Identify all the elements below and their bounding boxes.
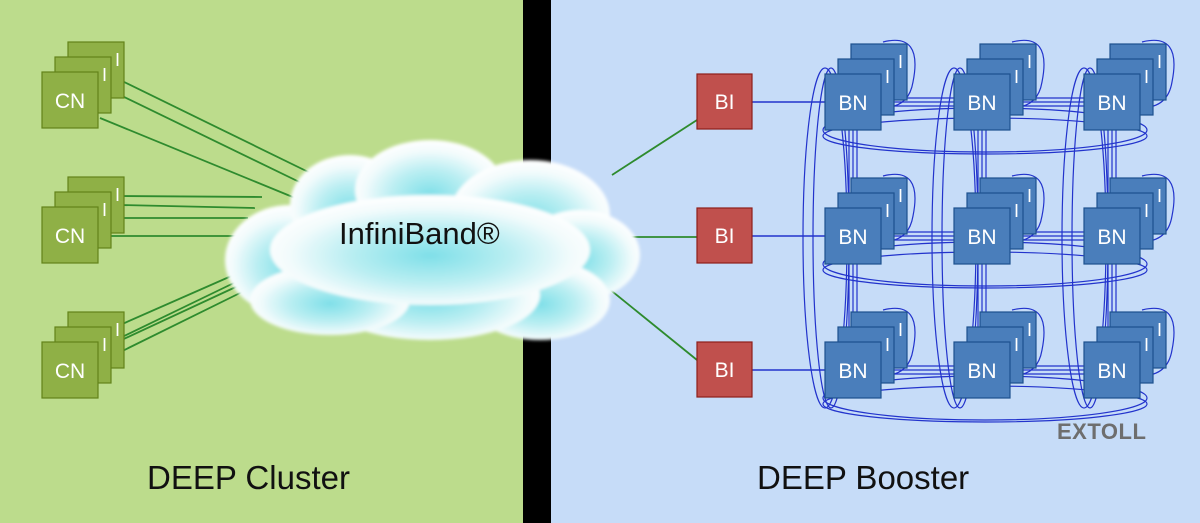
- compute-node-1-label: CN: [55, 90, 85, 113]
- booster-interface-2: BI: [696, 207, 753, 264]
- booster-interface-label: BI: [715, 359, 735, 382]
- booster-node-r3-c1-back-label: I: [898, 320, 903, 340]
- booster-node-r2-c2-back-label: I: [1014, 201, 1019, 221]
- compute-node-3-back-label: I: [115, 320, 120, 340]
- booster-node-r3-c2-back-label: I: [1014, 335, 1019, 355]
- cluster-link: [119, 94, 321, 193]
- infiniband-cloud: [225, 140, 640, 340]
- booster-node-r3-c2: II BN: [953, 311, 1037, 399]
- booster-node-r3-c1-label: BN: [838, 360, 867, 383]
- booster-node-r1-c2-back-label: I: [1027, 52, 1032, 72]
- booster-node-r1-c1-back-label: I: [898, 52, 903, 72]
- cluster-link: [119, 269, 246, 326]
- booster-node-r2-c2-back-label: I: [1027, 186, 1032, 206]
- booster-node-r3-c2-label: BN: [967, 360, 996, 383]
- booster-interface-3: BI: [696, 341, 753, 398]
- booster-node-r2-c3-label: BN: [1097, 226, 1126, 249]
- booster-node-r1-c1-front: [824, 73, 882, 131]
- cluster-link: [119, 204, 256, 209]
- booster-node-r1-c2-back-label: I: [1014, 67, 1019, 87]
- booster-node-r2-c2: II BN: [953, 177, 1037, 265]
- booster-node-r1-c2: II BN: [953, 43, 1037, 131]
- booster-interface-label: BI: [715, 225, 735, 248]
- booster-node-r2-c1-back-label: I: [898, 186, 903, 206]
- booster-node-r3-c3-front: [1083, 341, 1141, 399]
- compute-node-1-front: [41, 71, 99, 129]
- cluster-title: DEEP Cluster: [147, 459, 350, 496]
- cluster-link: [119, 195, 263, 198]
- booster-node-r3-c1-front: [824, 341, 882, 399]
- booster-node-r1-c3-label: BN: [1097, 92, 1126, 115]
- cluster-link: [99, 117, 301, 201]
- booster-node-r1-c2-label: BN: [967, 92, 996, 115]
- compute-node-1: II CN: [41, 41, 125, 129]
- booster-node-r3-c2-back-label: I: [1027, 320, 1032, 340]
- booster-title: DEEP Booster: [757, 459, 970, 496]
- cluster-link: [119, 279, 241, 339]
- booster-interface-box: [696, 207, 753, 264]
- cluster-link: [119, 79, 336, 186]
- booster-interface-box: [696, 73, 753, 130]
- booster-node-r2-c1-front: [824, 207, 882, 265]
- compute-node-3-back-label: I: [102, 335, 107, 355]
- compute-node-3-front: [41, 341, 99, 399]
- booster-node-r1-c1: II BN: [824, 43, 908, 131]
- compute-node-1-back-label: I: [115, 50, 120, 70]
- compute-node-2-front: [41, 206, 99, 264]
- booster-node-r3-c1-back-label: I: [885, 335, 890, 355]
- links-layer: [99, 79, 698, 363]
- booster-interface-link: [611, 119, 698, 176]
- booster-node-r3-c3-back-label: I: [1144, 335, 1149, 355]
- booster-node-r3-c2-front: [953, 341, 1011, 399]
- booster-node-r2-c2-label: BN: [967, 226, 996, 249]
- booster-node-r2-c3-front: [1083, 207, 1141, 265]
- booster-node-r1-c1-back-label: I: [885, 67, 890, 87]
- booster-node-r1-c3-back-label: I: [1157, 52, 1162, 72]
- booster-node-r3-c1: II BN: [824, 311, 908, 399]
- booster-node-r1-c3-front: [1083, 73, 1141, 131]
- nodes-layer: IICNIICNIICNBIBIBIIIBNIIBNIIBNIIBNIIBNII…: [41, 41, 1167, 399]
- compute-node-3: II CN: [41, 311, 125, 399]
- booster-node-r2-c1: II BN: [824, 177, 908, 265]
- booster-node-r3-c3-label: BN: [1097, 360, 1126, 383]
- booster-node-r1-c3: II BN: [1083, 43, 1167, 131]
- booster-node-r2-c1-back-label: I: [885, 201, 890, 221]
- booster-interface-label: BI: [715, 91, 735, 114]
- booster-node-r1-c2-front: [953, 73, 1011, 131]
- booster-node-r1-c3-back-label: I: [1144, 67, 1149, 87]
- booster-node-r3-c3: II BN: [1083, 311, 1167, 399]
- infiniband-label: InfiniBand®: [339, 216, 500, 251]
- booster-node-r2-c3-back-label: I: [1144, 201, 1149, 221]
- compute-node-1-back-label: I: [102, 65, 107, 85]
- compute-node-3-label: CN: [55, 360, 85, 383]
- booster-node-r2-c1-label: BN: [838, 226, 867, 249]
- booster-interface-1: BI: [696, 73, 753, 130]
- compute-node-2-label: CN: [55, 225, 85, 248]
- booster-node-r2-c3: II BN: [1083, 177, 1167, 265]
- booster-node-r2-c2-front: [953, 207, 1011, 265]
- compute-node-2-back-label: I: [115, 185, 120, 205]
- booster-node-r3-c3-back-label: I: [1157, 320, 1162, 340]
- booster-node-r2-c3-back-label: I: [1157, 186, 1162, 206]
- booster-interface-box: [696, 341, 753, 398]
- compute-node-2: II CN: [41, 176, 125, 264]
- compute-node-2-back-label: I: [102, 200, 107, 220]
- booster-node-r1-c1-label: BN: [838, 92, 867, 115]
- extoll-label: EXTOLL: [1057, 419, 1147, 444]
